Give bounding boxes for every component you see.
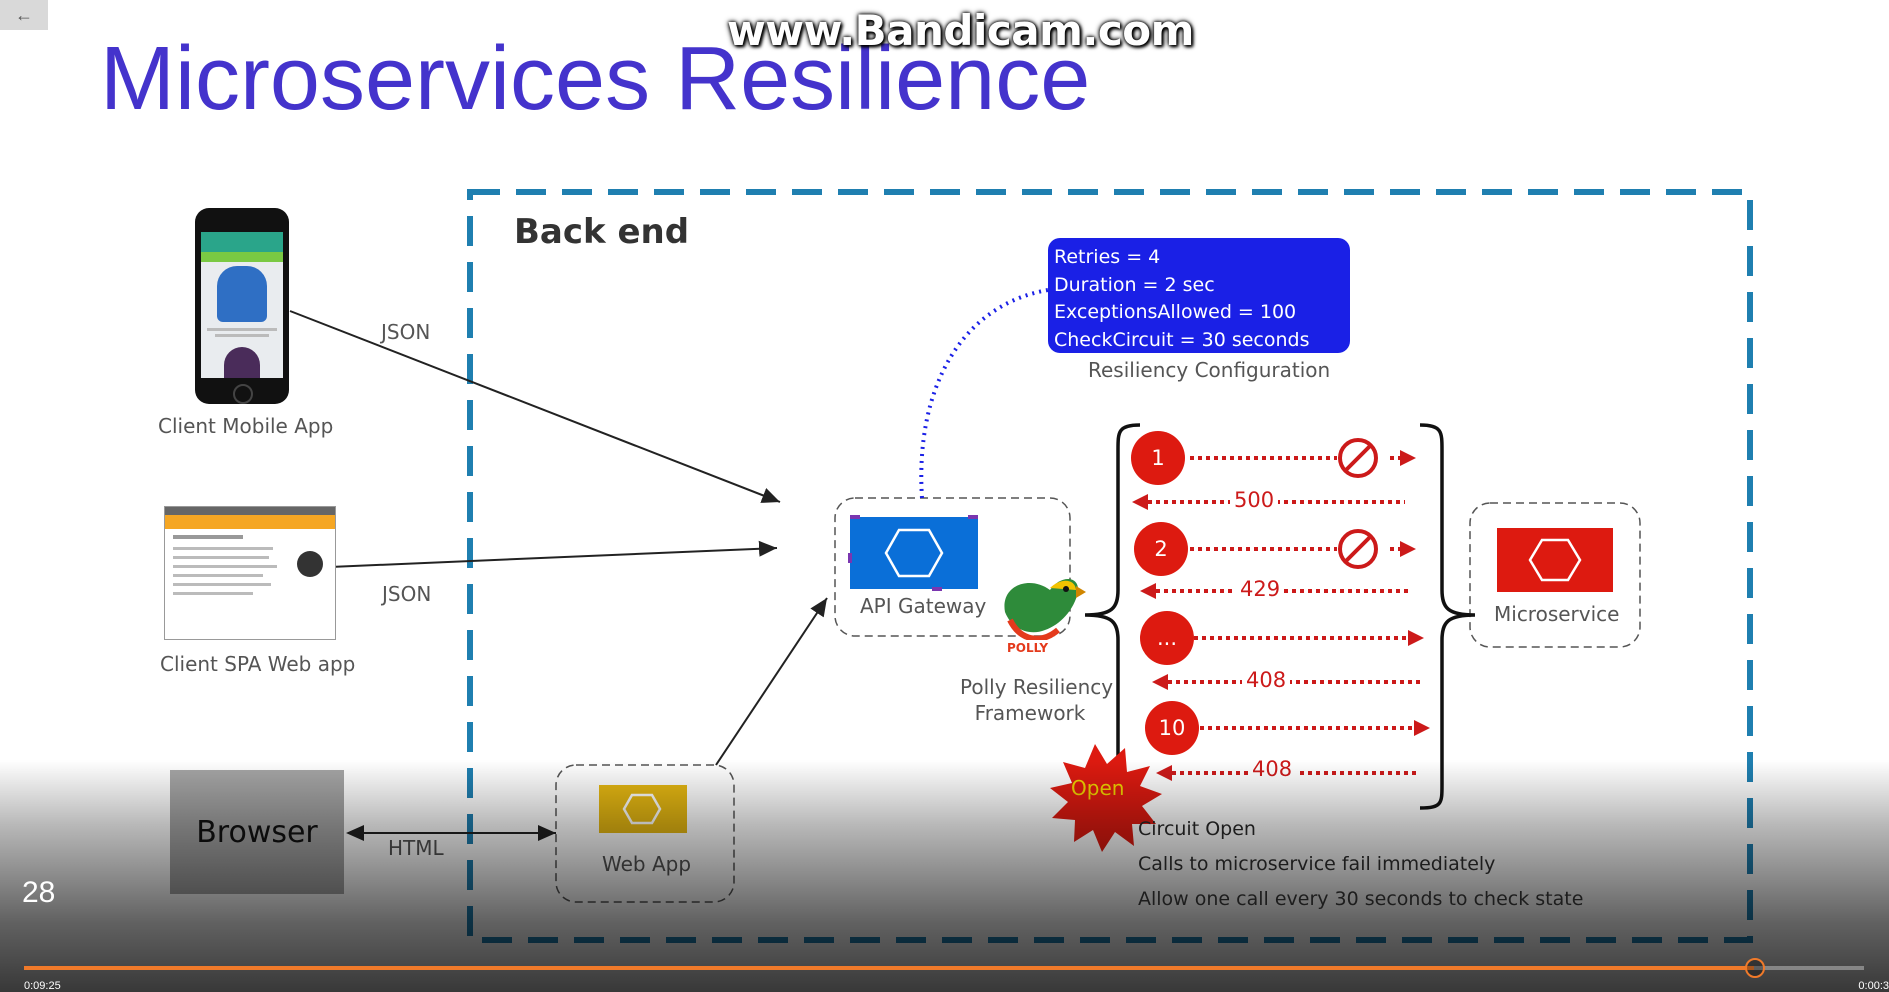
browser-box: Browser — [170, 770, 344, 894]
polly-logo-icon — [1004, 578, 1086, 656]
microservice-icon — [1497, 528, 1613, 592]
circuit-note: Calls to microservice fail immediately — [1138, 853, 1496, 875]
seek-bar[interactable] — [24, 958, 1864, 978]
back-button[interactable]: ← — [0, 0, 48, 30]
polly-label-line: Polly Resiliency — [960, 675, 1114, 699]
time-elapsed: 0:09:25 — [24, 980, 61, 992]
config-line: ExceptionsAllowed = 100 — [1054, 301, 1297, 323]
api-gateway-label: API Gateway — [860, 594, 987, 618]
browser-label: Browser — [196, 814, 318, 850]
config-connector — [919, 288, 1049, 499]
circuit-notes: Circuit Open Calls to microservice fail … — [1138, 812, 1583, 917]
mobile-to-gateway-arrow — [289, 310, 781, 503]
resiliency-config-text: Retries = 4 Duration = 2 sec ExceptionsA… — [1054, 244, 1309, 354]
slide-number: 28 — [22, 876, 56, 909]
slide-title: Microservices Resilience — [100, 29, 1091, 129]
seek-bar-progress — [24, 966, 1754, 970]
spa-client-label: Client SPA Web app — [160, 652, 356, 676]
resiliency-config-box — [1048, 238, 1350, 353]
open-label: Open — [1071, 776, 1125, 800]
polly-label-line: Framework — [974, 701, 1086, 725]
config-line: Retries = 4 — [1054, 246, 1161, 268]
microservice-label: Microservice — [1494, 602, 1620, 626]
response-code: 408 — [1248, 757, 1297, 781]
backend-label: Back end — [514, 212, 690, 252]
mobile-phone-icon — [195, 208, 289, 404]
circuit-note: Allow one call every 30 seconds to check… — [1138, 888, 1584, 910]
request-badge: 1 — [1131, 431, 1185, 485]
seek-bar-thumb[interactable] — [1744, 958, 1765, 978]
web-app-label: Web App — [602, 852, 692, 876]
polly-label: Polly Resiliency Framework — [960, 674, 1114, 726]
circuit-note: Circuit Open — [1138, 818, 1256, 840]
json-edge-label: JSON — [382, 582, 432, 606]
web-app-icon — [599, 785, 687, 833]
api-gateway-icon — [848, 515, 980, 591]
response-code: 429 — [1236, 577, 1285, 601]
blocked-icon — [1338, 529, 1378, 569]
config-line: Duration = 2 sec — [1054, 273, 1215, 296]
json-edge-label: JSON — [381, 320, 431, 344]
response-code: 408 — [1242, 668, 1291, 692]
bandicam-watermark: www.Bandicam.com — [727, 6, 1194, 55]
web-page-thumbnail — [164, 506, 336, 640]
polly-logo-text: POLLY — [1007, 641, 1049, 655]
config-caption: Resiliency Configuration — [1088, 358, 1331, 382]
request-badge: 10 — [1145, 701, 1199, 755]
response-code: 500 — [1230, 488, 1279, 512]
request-badge: ... — [1140, 611, 1194, 665]
webapp-to-gateway-arrow — [715, 597, 828, 766]
right-brace — [1419, 423, 1476, 810]
blocked-icon — [1338, 438, 1378, 478]
arrow-left-icon: ← — [15, 4, 33, 25]
time-total: 0:00:3 — [1858, 980, 1889, 992]
request-badge: 2 — [1134, 522, 1188, 576]
config-line: CheckCircuit = 30 seconds — [1054, 328, 1310, 351]
spa-to-gateway-arrow — [329, 540, 778, 568]
mobile-client-label: Client Mobile App — [158, 414, 334, 438]
html-edge-label: HTML — [388, 836, 444, 860]
